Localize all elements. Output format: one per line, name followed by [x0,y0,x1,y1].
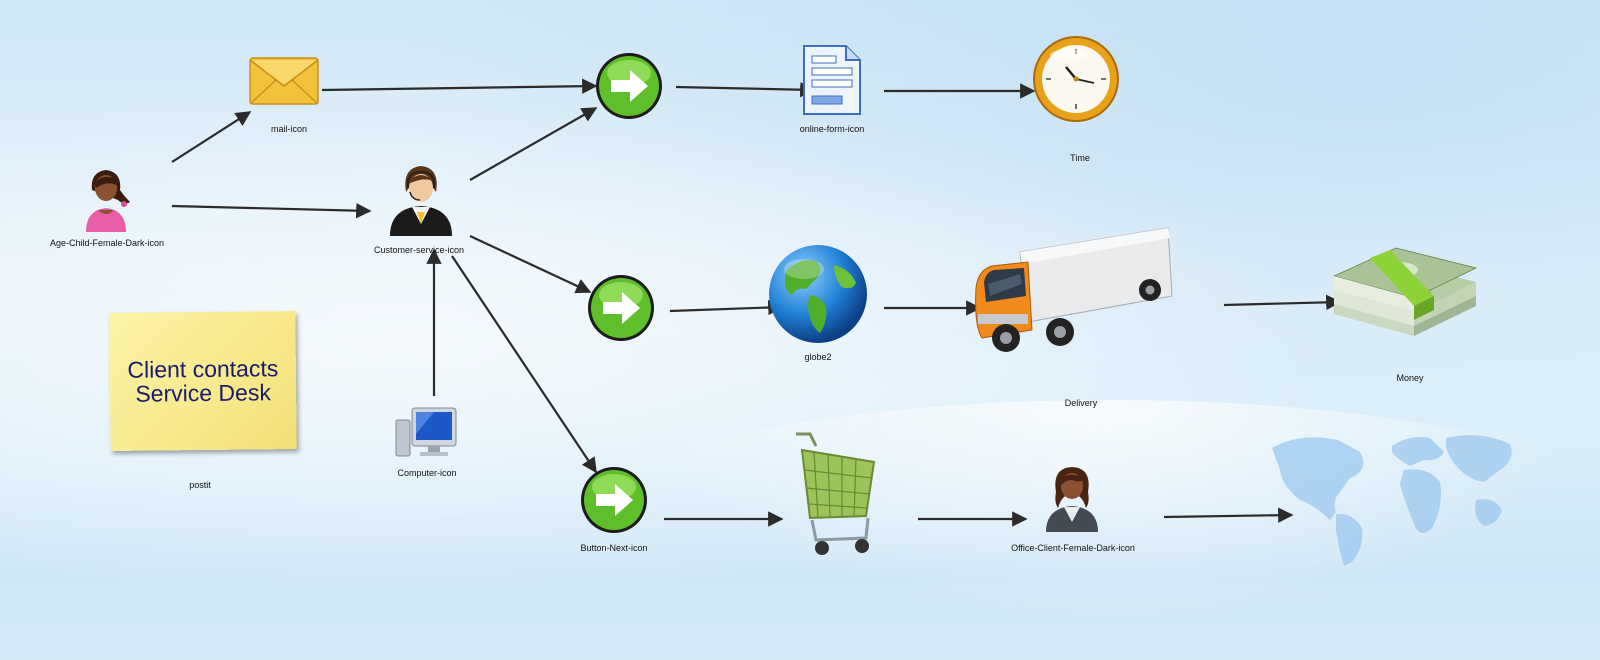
clock-icon[interactable] [1030,35,1124,125]
mail-label: mail-icon [270,124,308,134]
globe-label: globe2 [804,352,832,362]
connector-layer [171,78,1342,527]
arrow-child-to-agent [171,202,372,219]
shopping-cart-icon[interactable] [794,432,880,560]
arrow-office-client-to-world-map [1163,507,1294,523]
next-arrow-icon[interactable] [579,465,649,535]
arrow-child-to-mail [171,111,252,163]
office-client-female-icon[interactable] [1042,464,1102,534]
arrow-agent-to-next-top [469,107,598,181]
next-arrow-icon[interactable] [586,273,656,343]
arrow-agent-to-next-middle [469,235,592,294]
money-icon[interactable] [1330,246,1480,336]
arrow-agent-to-next-bottom [451,255,597,474]
clock-label: Time [1070,153,1090,163]
postit-text: Client contacts Service Desk [127,355,279,407]
world-map-icon [1272,435,1512,566]
computer-label: Computer-icon [397,468,457,478]
child-female-icon[interactable] [78,166,134,234]
next-button-label: Button-Next-icon [580,543,648,553]
customer-service-icon[interactable] [386,162,456,238]
child-label: Age-Child-Female-Dark-icon [49,238,165,248]
next-arrow-icon[interactable] [594,51,664,121]
globe-icon[interactable] [766,243,870,345]
arrow-mail-to-next-top [321,78,598,94]
mail-icon[interactable] [248,54,320,108]
postit-note[interactable]: Client contacts Service Desk [109,311,297,451]
arrow-next-middle-to-globe [669,299,784,316]
office-client-label: Office-Client-Female-Dark-icon [1011,543,1135,553]
truck-label: Delivery [1064,398,1098,408]
arrow-next-top-to-form [675,82,816,98]
money-label: Money [1396,373,1424,383]
arrow-truck-to-money [1223,294,1342,311]
computer-icon[interactable] [394,404,460,460]
truck-icon[interactable] [972,226,1176,360]
online-form-icon[interactable] [800,44,862,116]
agent-label: Customer-service-icon [373,245,465,255]
postit-label: postit [189,480,211,490]
form-label: online-form-icon [799,124,865,134]
